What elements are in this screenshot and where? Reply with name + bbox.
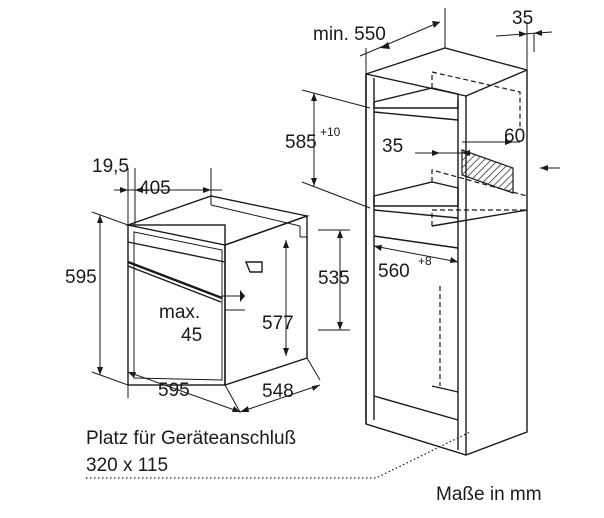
cabinet-outline (365, 47, 528, 456)
oven-knob (244, 261, 263, 273)
label-vent-width: 60 (504, 126, 525, 147)
dim-oven-depth (239, 357, 321, 413)
cabinet-upper-shelf (373, 87, 459, 109)
label-niche-height-oven: 577 (262, 313, 294, 334)
cabinet-dashed-mid (431, 169, 528, 197)
dim-oven-width (127, 371, 241, 413)
label-niche-height-tolerance: +10 (320, 125, 341, 139)
dim-niche-height-oven (283, 240, 289, 356)
label-oven-width-top: 405 (139, 178, 171, 199)
label-oven-width: 595 (158, 380, 190, 401)
dim-niche-width (373, 245, 459, 263)
dim-vent-depth (415, 150, 470, 156)
label-niche-height-cabinet: 585 (285, 132, 317, 153)
label-niche-width: 560 (378, 261, 410, 282)
label-oven-depth: 548 (262, 381, 294, 402)
cabinet-upper-shelf-edge (373, 111, 459, 121)
dim-cabinet-min (359, 8, 446, 74)
note-connection-space-line2: 320 x 115 (86, 455, 168, 476)
label-oven-depth-small: 19,5 (92, 156, 129, 177)
cabinet-niche-top (373, 181, 459, 207)
note-connection-space-line1: Platz für Geräteanschluß (86, 428, 296, 449)
cabinet-drawing (365, 47, 528, 456)
cabinet-top-right (465, 69, 528, 97)
label-max-value: 45 (181, 325, 202, 346)
cabinet-niche-top-edge (373, 209, 459, 219)
oven-drawing (125, 195, 310, 386)
dim-max (222, 290, 245, 311)
note-units: Maße in mm (436, 484, 542, 505)
label-cabinet-min: min. 550 (313, 24, 386, 45)
connection-space-leader (86, 431, 471, 479)
cabinet-niche-bottom (373, 235, 459, 249)
oven-back-rim (210, 204, 301, 227)
cabinet-bottom (373, 395, 459, 421)
cabinet-bottom-back (431, 385, 459, 393)
oven-handle (127, 260, 223, 300)
cabinet-niche-bottom-back (431, 209, 528, 227)
oven-door-outline (133, 231, 223, 381)
label-max: max. (159, 302, 200, 323)
cabinet-dashed-shelf (431, 209, 527, 226)
dim-oven-height (91, 211, 129, 386)
dim-cabinet-top-right (495, 22, 553, 70)
label-front-height: 535 (318, 268, 350, 289)
label-niche-width-tolerance: +8 (418, 254, 432, 268)
oven-top-face (125, 195, 310, 246)
cabinet-vent-hatch (461, 149, 514, 194)
cabinet-dashed-top (431, 71, 521, 128)
label-cabinet-top-right: 35 (512, 8, 533, 29)
dim-vent-width (462, 139, 560, 171)
dim-niche-height-cabinet (301, 89, 371, 209)
dim-front-height (318, 229, 350, 331)
dim-oven-top (114, 168, 222, 225)
label-oven-height: 595 (65, 267, 97, 288)
oven-panel-line (127, 241, 226, 263)
oven-handle-lower (127, 265, 222, 303)
oven-side-face (224, 215, 308, 386)
label-vent-depth: 35 (382, 136, 403, 157)
